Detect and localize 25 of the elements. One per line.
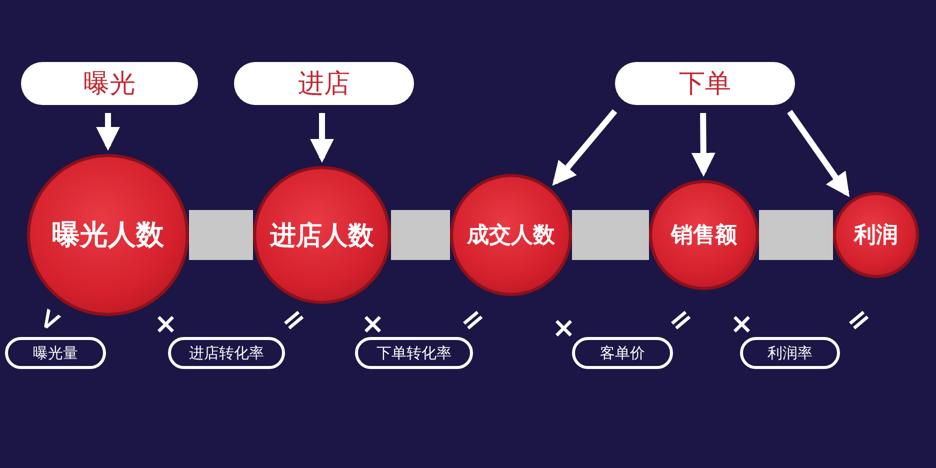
factor-pill: 客单价 bbox=[572, 337, 673, 369]
multiply-sign: × bbox=[730, 310, 754, 338]
metric-circle: 利润 bbox=[836, 195, 916, 275]
equals-sign: = bbox=[662, 302, 699, 338]
arrow bbox=[787, 110, 850, 198]
factor-pill: 进店转化率 bbox=[168, 337, 285, 369]
equals-sign: = bbox=[840, 302, 877, 338]
equals-sign: = bbox=[454, 302, 491, 338]
factor-pill: 下单转化率 bbox=[355, 337, 473, 369]
factor-pill: 利润率 bbox=[740, 337, 840, 369]
arrow bbox=[96, 113, 120, 151]
multiply-sign: × bbox=[361, 310, 384, 338]
multiply-sign: × bbox=[154, 310, 178, 338]
arrow bbox=[310, 113, 334, 163]
stage-pill: 曝光 bbox=[21, 62, 198, 105]
arrow bbox=[691, 112, 716, 177]
stage-pill: 进店 bbox=[234, 62, 414, 105]
connecting-band bbox=[189, 210, 253, 260]
metric-circle: 进店人数 bbox=[256, 169, 388, 301]
arrow bbox=[552, 109, 618, 186]
metric-circle: 销售额 bbox=[652, 183, 756, 287]
factor-pill: 曝光量 bbox=[5, 337, 106, 369]
metric-circle: 成交人数 bbox=[453, 177, 569, 293]
stage-pill: 下单 bbox=[615, 62, 795, 105]
equals-sign: = bbox=[276, 302, 312, 338]
